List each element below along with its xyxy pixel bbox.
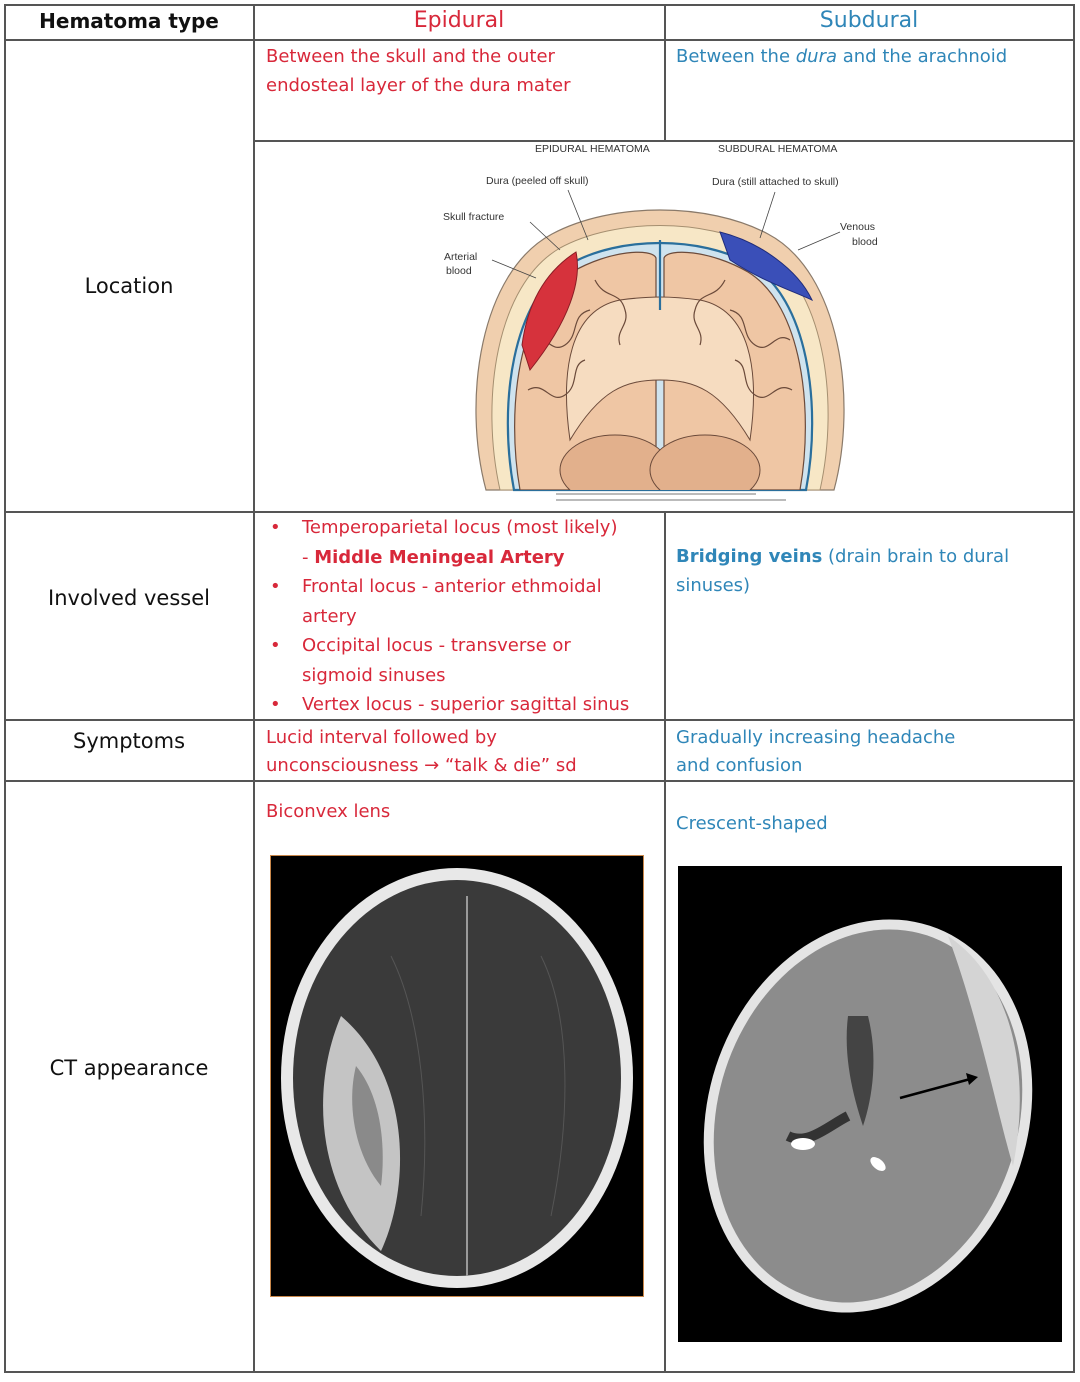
bullet-icon: • (270, 517, 281, 538)
vessel-item-sub-pre: - (302, 546, 315, 568)
vessel-item-middle-meningeal: Middle Meningeal Artery (314, 546, 565, 568)
ct-epidural-text: Biconvex lens (266, 801, 391, 822)
vessel-item-text: Temperoparietal locus (most likely) (302, 517, 618, 538)
subdural-venous-blood (719, 231, 814, 302)
row-label-location: Location (84, 274, 174, 298)
row-label-symptoms: Symptoms (72, 729, 186, 753)
row-label-involved-vessel: Involved vessel (48, 586, 210, 610)
row-divider-location-split (254, 140, 1075, 142)
row-divider-symptoms (4, 780, 1075, 782)
location-subdural-dura: dura (795, 46, 838, 67)
vessel-subdural-text: Bridging veins (drain brain to dural sin… (676, 542, 1056, 600)
header-subdural: Subdural (819, 8, 919, 33)
location-subdural-post: and the arachnoid (837, 46, 1008, 67)
vessel-item-text: Frontal locus - anterior ethmoidal arter… (302, 576, 602, 627)
vessel-item-vertex: • Vertex locus - superior sagittal sinus (262, 690, 662, 720)
subdural-crescent-hyperdense (948, 936, 1020, 1166)
vessel-subdural-rest: (drain brain to dural sinuses) (676, 546, 1010, 596)
bullet-icon: • (270, 694, 281, 715)
table-border-left (4, 4, 6, 1373)
symptoms-subdural-line2: and confusion (676, 755, 803, 776)
diagram-label-dura-peeled: Dura (peeled off skull) (486, 175, 589, 187)
hematoma-diagram: EPIDURAL HEMATOMA SUBDURAL HEMATOMA Dura… (443, 143, 878, 501)
diagram-title-subdural: SUBDURAL HEMATOMA (718, 143, 837, 155)
vessel-item-occipital: • Occipital locus - transverse or sigmoi… (262, 631, 662, 690)
diagram-label-skull-fracture: Skull fracture (443, 211, 504, 223)
diagram-title-epidural: EPIDURAL HEMATOMA (535, 143, 650, 155)
epidural-ct-image (270, 855, 644, 1297)
column-divider-2b (664, 511, 666, 1373)
column-divider-1 (253, 4, 255, 1373)
location-epidural-text: Between the skull and the outer endostea… (266, 46, 571, 96)
symptoms-epidural-line1: Lucid interval followed by (266, 727, 497, 748)
bullet-icon: • (270, 635, 281, 656)
vessel-item-text: Occipital locus - transverse or sigmoid … (302, 635, 571, 686)
ct-subdural-text: Crescent-shaped (676, 813, 828, 834)
vessel-item-temperoparietal: • Temperoparietal locus (most likely) - … (262, 513, 662, 572)
vessel-item-text: Vertex locus - superior sagittal sinus (302, 694, 630, 715)
row-divider-header (4, 39, 1075, 41)
location-subdural-text: Between the dura and the arachnoid (676, 42, 1066, 71)
arrow-icon (899, 1076, 975, 1100)
row-label-ct-appearance: CT appearance (49, 1056, 209, 1080)
table-border-top (4, 4, 1075, 6)
cerebellum-right (649, 434, 761, 490)
table-border-right (1073, 4, 1075, 1373)
bullet-icon: • (270, 576, 281, 597)
table-border-bottom (4, 1371, 1075, 1373)
row-divider-location (4, 511, 1075, 513)
epidural-vessel-list: • Temperoparietal locus (most likely) - … (262, 513, 662, 720)
symptoms-subdural-line1: Gradually increasing headache (676, 727, 956, 748)
symptoms-epidural-line2: unconsciousness → “talk & die” sd (266, 755, 577, 776)
diagram-label-arterial-1: Arterial (444, 251, 477, 263)
subdural-ct-image (678, 866, 1062, 1342)
diagram-label-dura-attached: Dura (still attached to skull) (712, 176, 839, 188)
vessel-item-frontal: • Frontal locus - anterior ethmoidal art… (262, 572, 662, 631)
header-hematoma-type: Hematoma type (39, 9, 219, 33)
diagram-label-venous-2: blood (852, 236, 878, 248)
diagram-label-arterial-2: blood (446, 265, 472, 277)
column-divider-2 (664, 4, 666, 141)
location-subdural-pre: Between the (676, 46, 796, 67)
epidural-arterial-blood (521, 251, 578, 372)
header-epidural: Epidural (413, 8, 505, 33)
central-cavity (566, 296, 754, 442)
diagram-label-venous-1: Venous (840, 221, 875, 233)
row-divider-vessel (4, 719, 1075, 721)
vessel-subdural-bridging: Bridging veins (676, 546, 823, 567)
